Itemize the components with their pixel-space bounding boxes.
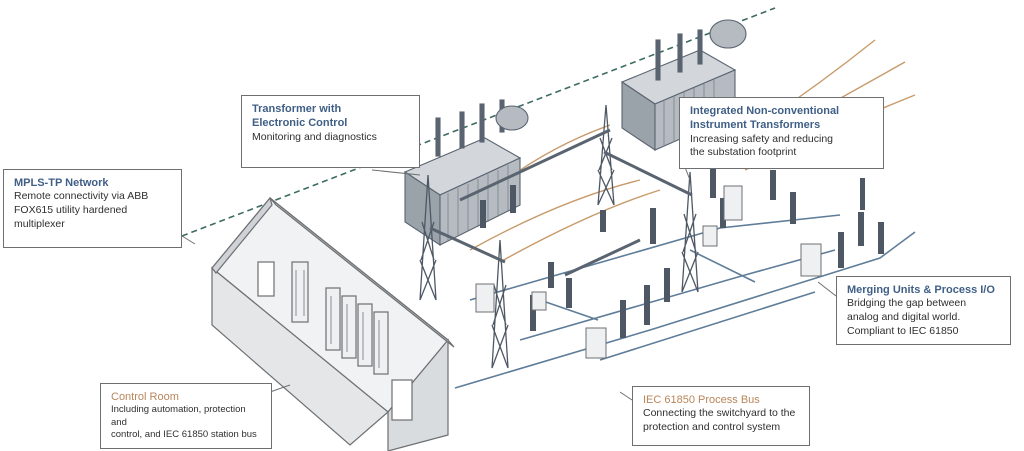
callout-control-room-body-1: Including automation, protection and (111, 404, 246, 428)
callout-mpls-body-2: FOX615 utility hardened (14, 203, 128, 216)
callout-merging-units: Merging Units & Process I/O Bridging the… (836, 276, 1011, 345)
callout-mpls-title: MPLS-TP Network (14, 177, 109, 189)
callout-instrument-transformers: Integrated Non-conventional Instrument T… (679, 97, 884, 169)
callout-instrument-title-1: Integrated Non-conventional (690, 105, 840, 117)
callout-mpls-network: MPLS-TP Network Remote connectivity via … (3, 169, 182, 248)
transformer-left (403, 99, 529, 247)
callout-transformer-body: Monitoring and diagnostics (252, 130, 377, 143)
leader-lines (181, 161, 837, 401)
callout-merging-body-2: analog and digital world. (847, 310, 961, 323)
mpls-network-line (181, 7, 776, 237)
callout-merging-body-1: Bridging the gap between (847, 297, 967, 310)
callout-transformer-title-1: Transformer with (252, 103, 342, 115)
callout-process-bus-body-1: Connecting the switchyard to the (643, 407, 796, 420)
callout-transformer: Transformer with Electronic Control Moni… (241, 95, 420, 168)
switchgear-posts (480, 168, 884, 338)
callout-control-room-title: Control Room (111, 391, 179, 403)
field-cabinets (475, 185, 822, 359)
callout-instrument-title-2: Instrument Transformers (690, 119, 821, 132)
callout-instrument-body-2: the substation footprint (690, 146, 797, 159)
callout-control-room-body-2: control, and IEC 61850 station bus (111, 428, 257, 440)
gantry-beams (429, 128, 693, 277)
callout-process-bus-body-2: protection and control system (643, 420, 781, 433)
callout-transformer-title-2: Electronic Control (252, 117, 348, 130)
callout-instrument-body-1: Increasing safety and reducing (690, 132, 834, 145)
callout-control-room: Control Room Including automation, prote… (100, 383, 272, 449)
control-room-building (211, 196, 455, 451)
callout-process-bus-title: IEC 61850 Process Bus (643, 394, 760, 406)
callout-merging-title: Merging Units & Process I/O (847, 284, 995, 296)
callout-mpls-body-3: multiplexer (14, 217, 65, 230)
callout-mpls-body-1: Remote connectivity via ABB (14, 190, 149, 203)
lattice-towers (419, 104, 699, 369)
callout-process-bus: IEC 61850 Process Bus Connecting the swi… (632, 386, 810, 446)
callout-merging-body-3: Compliant to IEC 61850 (847, 324, 959, 337)
